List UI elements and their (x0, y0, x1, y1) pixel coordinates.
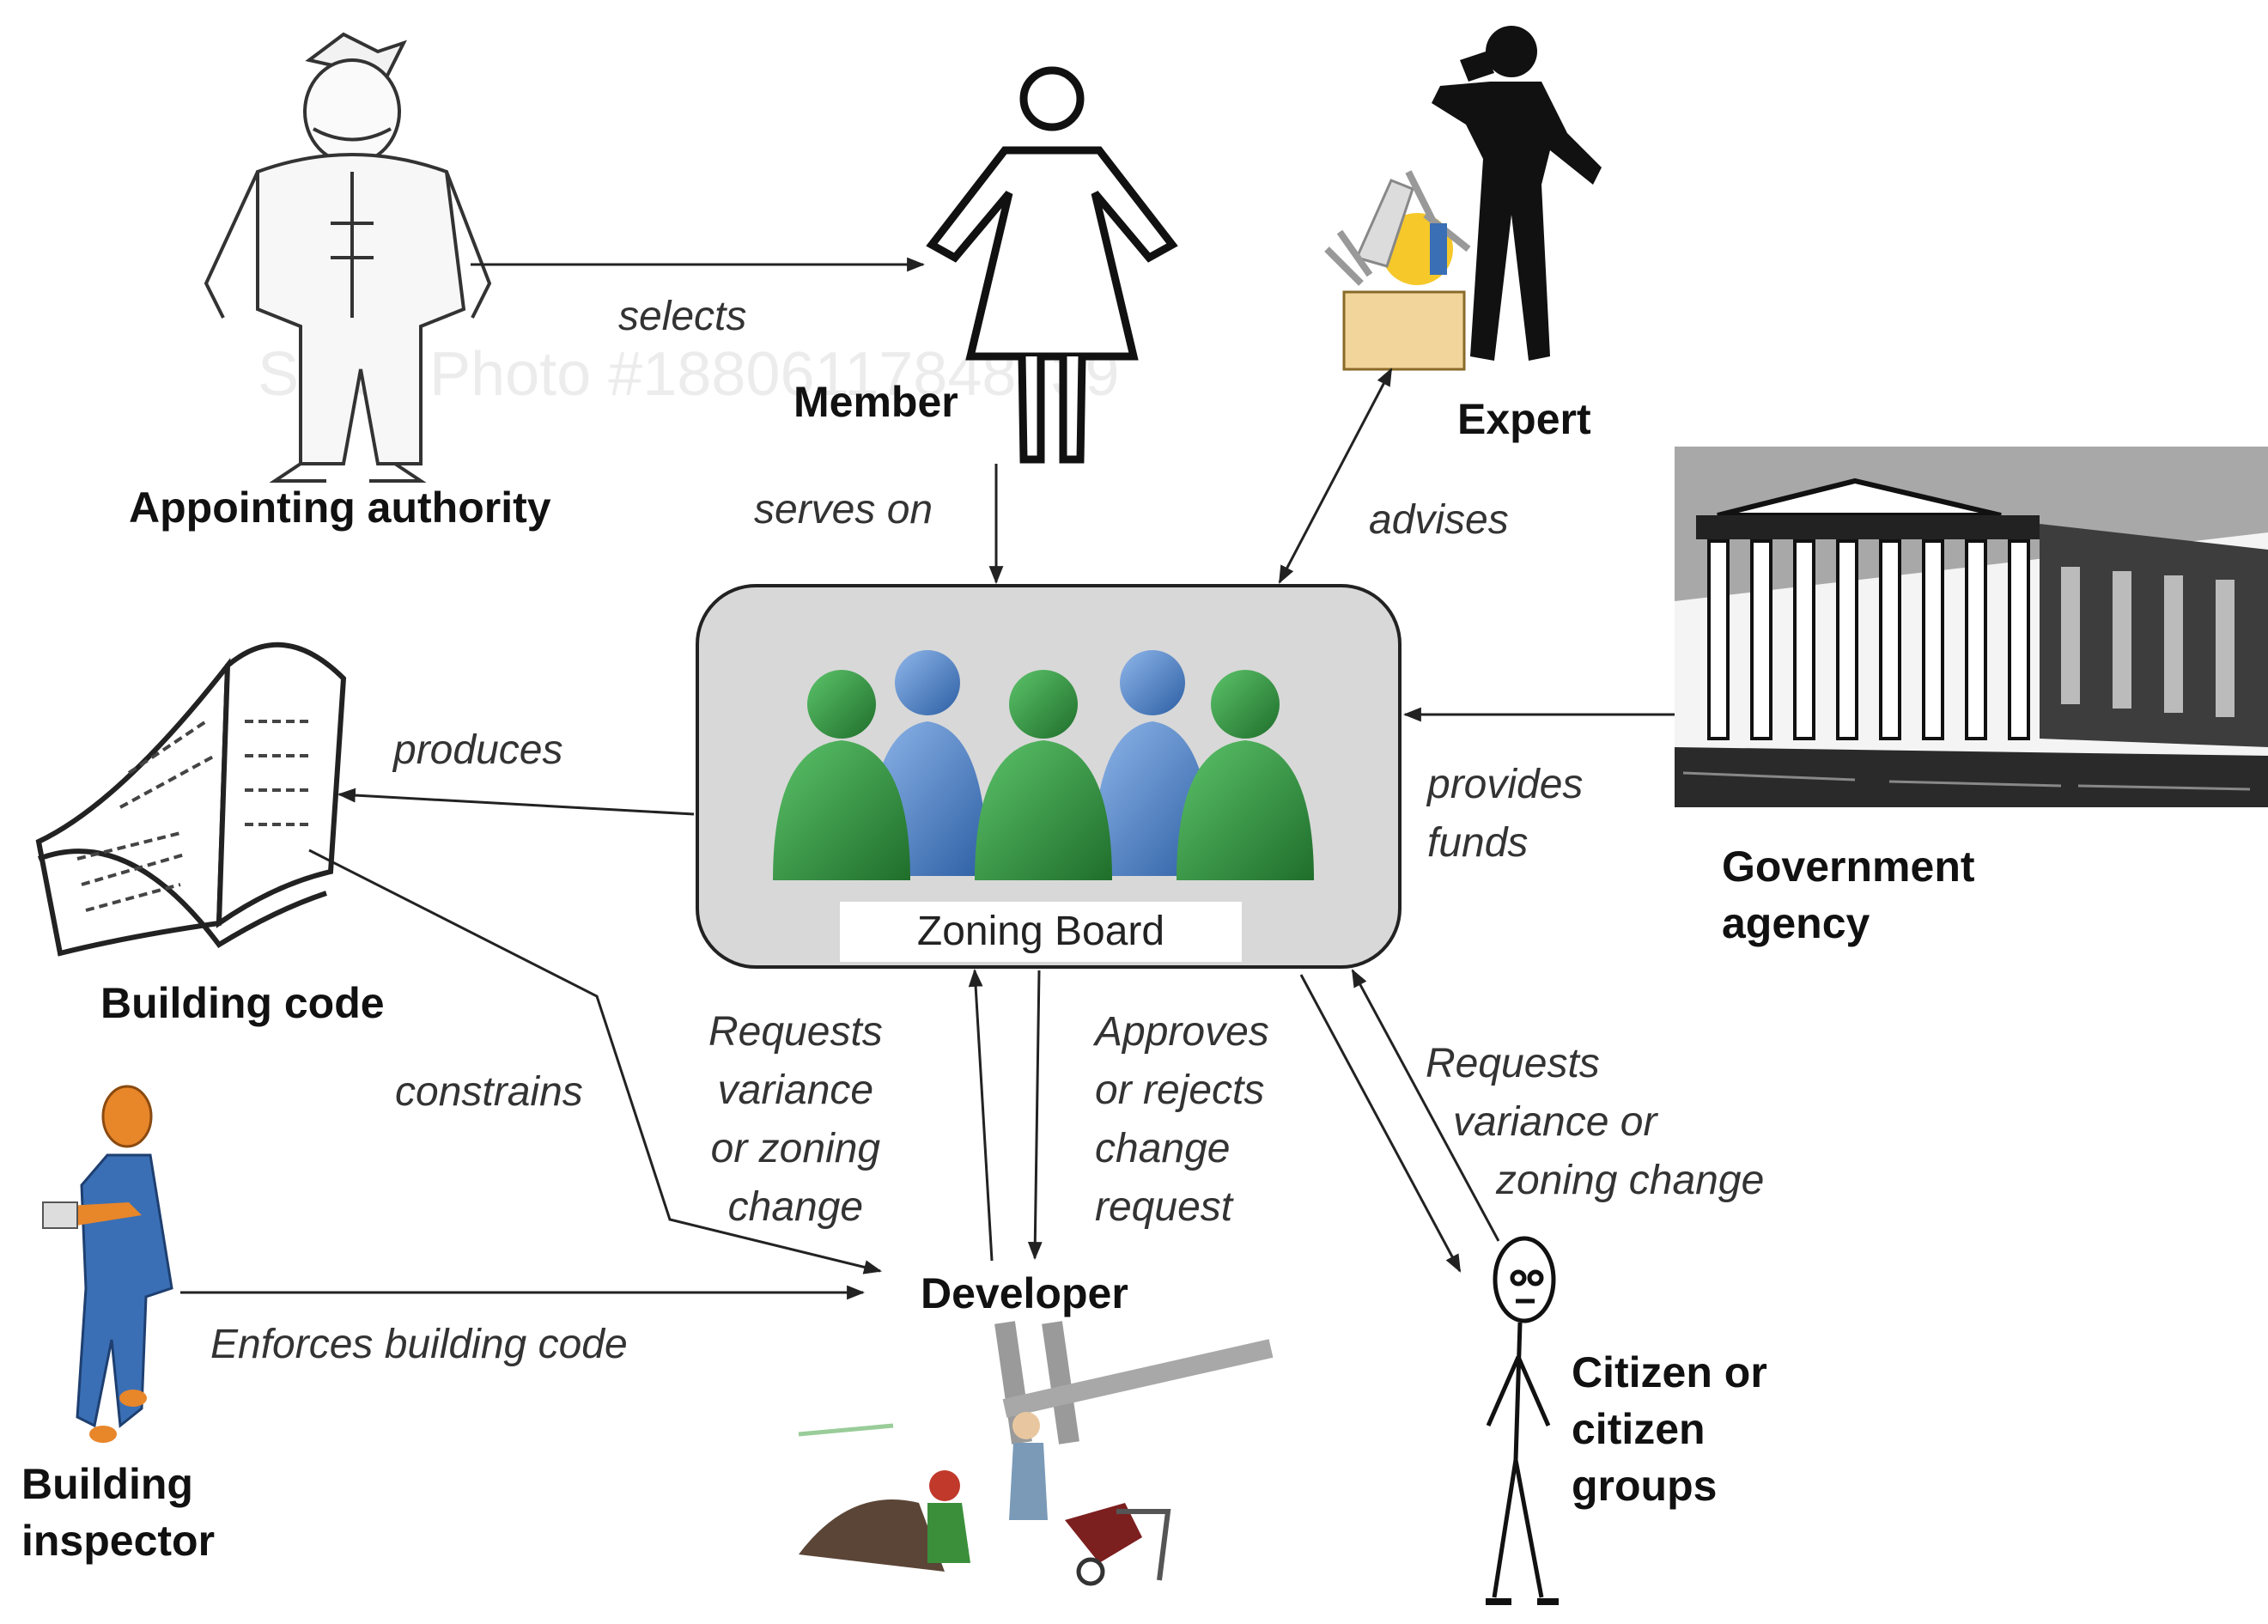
edge-label-enforces: Enforces building code (210, 1322, 628, 1367)
citizen-figure (1486, 1236, 1559, 1605)
arrow-approves (1027, 970, 1043, 1261)
edge-label-produces: produces (393, 727, 563, 773)
appointing-authority-label: Appointing authority (129, 484, 551, 532)
building-inspector-figure (42, 1085, 173, 1443)
member-label: Member (793, 378, 958, 426)
arrows (180, 257, 1675, 1300)
expert-figure (1324, 26, 1602, 371)
arrow-developer-requests (968, 968, 994, 1262)
board-member-green (1177, 670, 1314, 880)
edge-label-selects: selects (618, 294, 747, 339)
edge-label-constrains: constrains (395, 1069, 583, 1115)
member-figure (926, 66, 1178, 464)
board-member-green (773, 670, 910, 880)
arrow-citizen-approves (1299, 974, 1462, 1273)
building-code-figure (35, 642, 347, 957)
board-people-icon (773, 650, 1314, 880)
edge-label-serves-on: serves on (754, 487, 933, 532)
expert-label: Expert (1457, 395, 1591, 443)
developer-figure (798, 1321, 1274, 1586)
arrow-produces (337, 788, 695, 816)
appointing-authority-figure (204, 32, 492, 483)
edge-label-advises: advises (1369, 497, 1509, 543)
developer-label: Developer (921, 1269, 1128, 1317)
building-code-label: Building code (100, 979, 385, 1027)
board-member-green (975, 670, 1112, 880)
arrow-citizen-requests (1351, 969, 1500, 1242)
zoning-board-label: Zoning Board (840, 902, 1242, 962)
government-agency-figure (1675, 447, 2268, 807)
arrow-advises (1278, 368, 1393, 584)
arrow-constrains (308, 848, 883, 1274)
